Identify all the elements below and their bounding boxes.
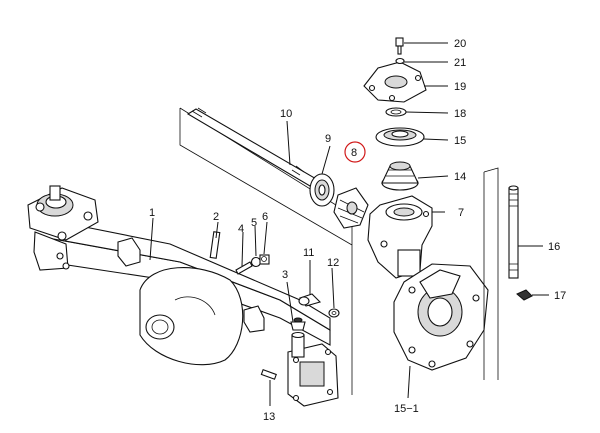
callout-17: 17 bbox=[554, 290, 566, 302]
callout-11: 11 bbox=[303, 247, 314, 259]
frame-16 bbox=[483, 167, 499, 380]
callout-3: 3 bbox=[282, 269, 288, 281]
callout-6: 6 bbox=[262, 211, 268, 223]
callout-15-1: 15−1 bbox=[394, 403, 419, 415]
callout-13: 13 bbox=[263, 411, 275, 423]
bearing-15 bbox=[375, 127, 425, 147]
washer-12 bbox=[328, 308, 340, 318]
callout-21: 21 bbox=[454, 57, 466, 69]
breather-3 bbox=[290, 317, 306, 358]
callouts: 1 2 3 4 5 6 7 8 9 10 11 12 13 14 15 15−1… bbox=[149, 38, 566, 423]
callout-20: 20 bbox=[454, 38, 466, 50]
callout-16: 16 bbox=[548, 241, 560, 253]
washer-21 bbox=[395, 57, 405, 65]
callout-14: 14 bbox=[454, 171, 466, 183]
callout-5: 5 bbox=[251, 217, 257, 229]
clip-17 bbox=[516, 289, 533, 301]
pinion-shaft bbox=[186, 107, 319, 187]
bolt-20 bbox=[395, 37, 404, 55]
callout-1: 1 bbox=[149, 207, 155, 219]
axle-housing bbox=[27, 185, 339, 407]
stud-13 bbox=[260, 369, 277, 380]
seal-18 bbox=[385, 107, 407, 117]
callout-18: 18 bbox=[454, 108, 466, 120]
callout-8-highlight-ring bbox=[344, 141, 366, 163]
leader-lines bbox=[149, 42, 549, 406]
callout-9: 9 bbox=[325, 133, 331, 145]
bevel-gear-14 bbox=[381, 161, 419, 191]
callout-10: 10 bbox=[280, 108, 292, 120]
callout-19: 19 bbox=[454, 81, 466, 93]
callout-12: 12 bbox=[327, 257, 339, 269]
housing-15-1 bbox=[393, 263, 489, 371]
bevel-gear-8 bbox=[333, 187, 369, 229]
callout-2: 2 bbox=[213, 211, 219, 223]
cap-19 bbox=[363, 61, 427, 103]
axle-shaft-16 bbox=[508, 185, 519, 279]
callout-8: 8 bbox=[351, 147, 357, 159]
callout-4: 4 bbox=[238, 223, 244, 235]
bearing-9 bbox=[309, 173, 335, 207]
bolt-11 bbox=[298, 293, 322, 307]
gear-case-7 bbox=[367, 195, 433, 279]
callout-7: 7 bbox=[458, 207, 464, 219]
callout-15: 15 bbox=[454, 135, 466, 147]
